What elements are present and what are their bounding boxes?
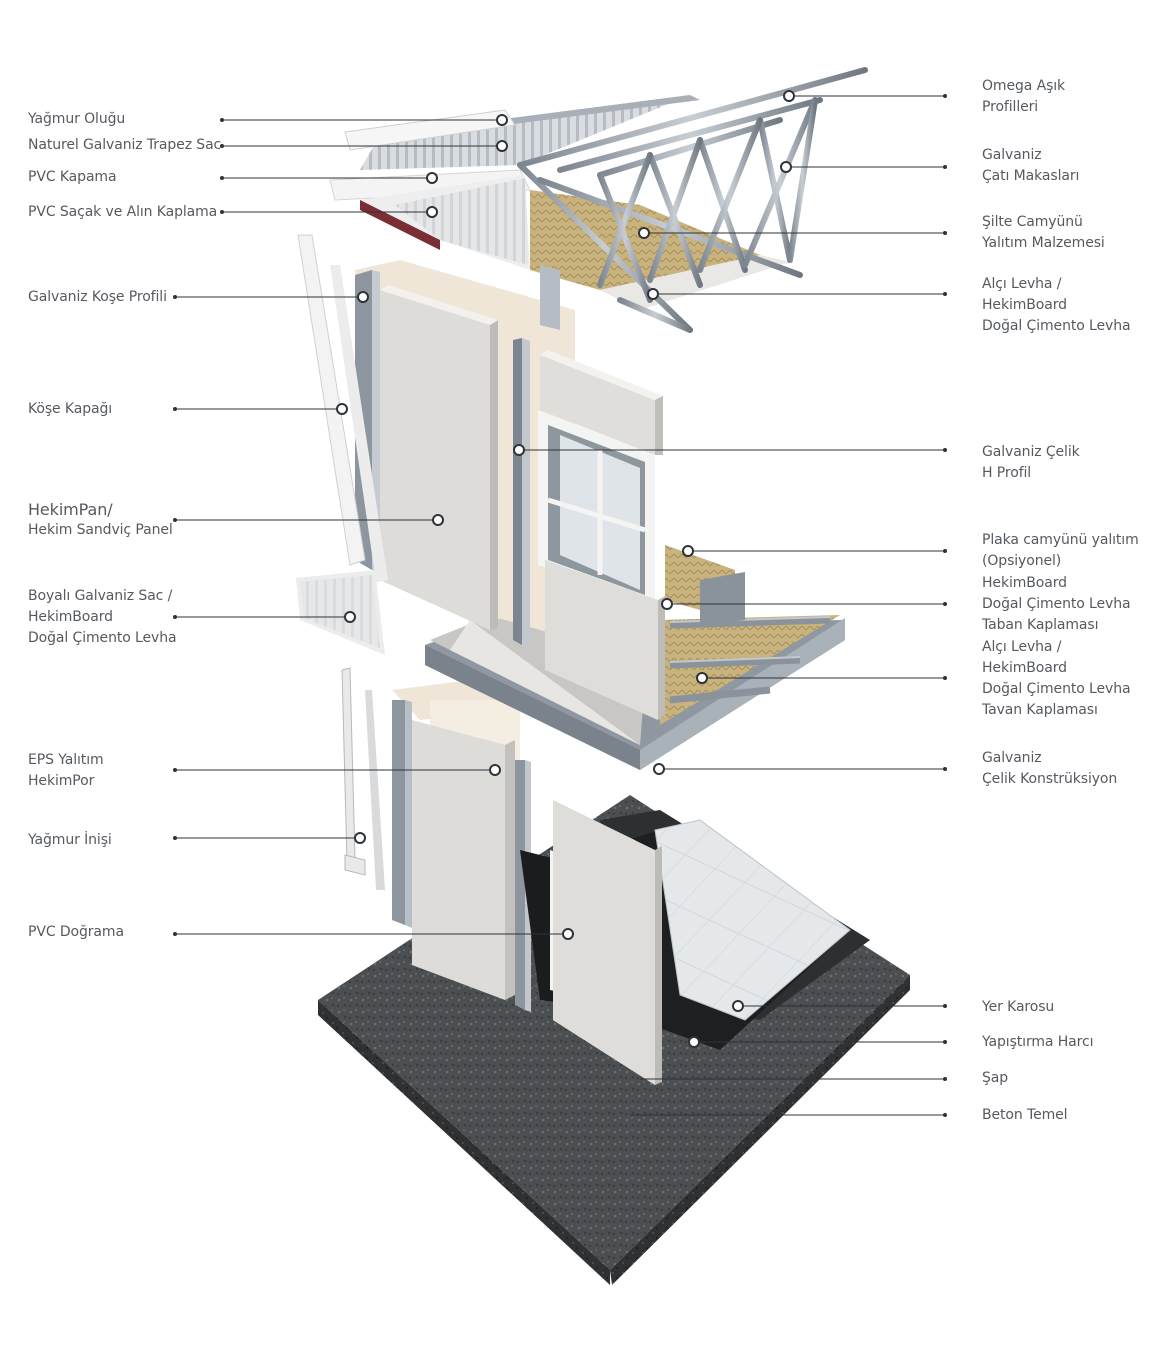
label-boyali-sac: Boyalı Galvaniz Sac / HekimBoard Doğal Ç… — [28, 588, 177, 646]
label-kose-kapagi: Köşe Kapağı — [28, 401, 113, 417]
h-profile — [513, 338, 530, 648]
label-hekimpan-sub: Hekim Sandviç Panel — [28, 522, 173, 538]
upper-window — [538, 410, 655, 605]
label-trapez-sac: Naturel Galvaniz Trapez Sac — [28, 137, 222, 153]
label-plaka: Plaka camyünü yalıtım (Opsiyonel) — [982, 532, 1139, 569]
label-alci-1: Alçı Levha / HekimBoard Doğal Çimento Le… — [982, 276, 1131, 334]
label-yagmur-olugu: Yağmur Oluğu — [28, 111, 126, 127]
label-yer-karosu: Yer Karosu — [982, 999, 1055, 1015]
label-harc: Yapıştırma Harcı — [982, 1034, 1094, 1050]
label-eps: EPS Yalıtım HekimPor — [28, 752, 104, 789]
upper-storey — [296, 234, 665, 720]
label-omega: Omega Aşık Profilleri — [982, 78, 1066, 115]
label-silte: Şilte Camyünü Yalıtım Malzemesi — [982, 214, 1105, 251]
label-kose-profili: Galvaniz Koşe Profili — [28, 289, 167, 305]
roof-truss — [517, 67, 868, 333]
label-taban: HekimBoard Doğal Çimento Levha Taban Kap… — [982, 575, 1131, 633]
label-tavan: Alçı Levha / HekimBoard Doğal Çimento Le… — [982, 639, 1131, 718]
floor-tile — [654, 819, 851, 1021]
label-pvc-sacak: PVC Saçak ve Alın Kaplama — [28, 204, 218, 220]
label-hekimpan-title: HekimPan/ — [28, 500, 113, 519]
label-sap: Şap — [982, 1070, 1009, 1086]
label-h-profil: Galvaniz Çelik H Profil — [982, 444, 1080, 481]
label-beton: Beton Temel — [982, 1107, 1068, 1123]
label-konstruksiyon: Galvaniz Çelik Konstrüksiyon — [982, 750, 1118, 787]
label-pvc-dograma: PVC Doğrama — [28, 924, 124, 940]
label-pvc-kapama: PVC Kapama — [28, 169, 117, 185]
downpipe — [341, 667, 385, 890]
label-yagmur-inisi: Yağmur İnişi — [28, 832, 112, 848]
label-makas: Galvaniz Çatı Makasları — [982, 147, 1080, 184]
sandwich-panel — [380, 285, 498, 630]
